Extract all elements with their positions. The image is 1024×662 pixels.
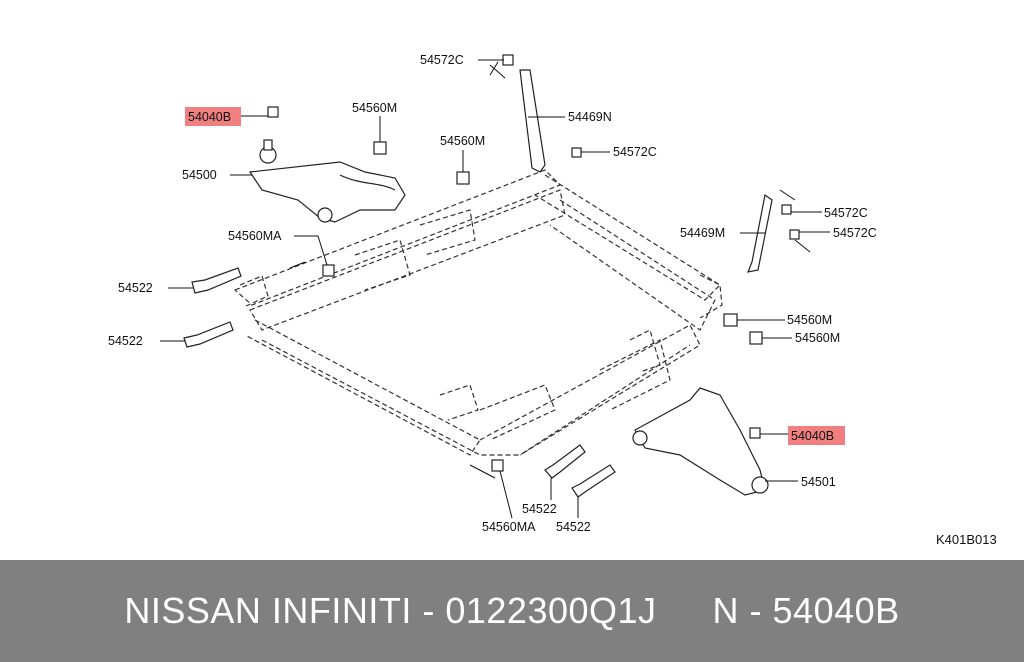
label-54469m: 54469M [680,226,725,240]
leader-lines [160,59,830,519]
label-54560m-r1: 54560M [787,313,832,327]
bolts [183,267,616,498]
label-54500: 54500 [182,168,217,182]
suspension-member-frame [233,169,723,456]
label-54572c-r1: 54572C [824,206,868,220]
label-54560ma-left: 54560MA [228,229,282,243]
highlight-box-right [788,426,845,445]
highlight-box-left [185,107,241,126]
footer-title: NISSAN INFINITI - 0122300Q1J [124,590,657,631]
label-54040b-right: 54040B [791,429,834,443]
label-54560m-center: 54560M [440,134,485,148]
label-54040b-left: 54040B [188,110,231,124]
label-54501: 54501 [801,475,836,489]
label-54469n: 54469N [568,110,612,124]
label-54572c-r2: 54572C [833,226,877,240]
footer-part-number: N - 54040B [712,590,900,631]
footer-bar: NISSAN INFINITI - 0122300Q1J N - 54040B [0,560,1024,662]
label-54560ma-bottom: 54560MA [482,520,536,534]
label-54522-c: 54522 [522,502,557,516]
label-54522-a: 54522 [118,281,153,295]
lower-link-right [632,387,769,496]
label-54560m-r2: 54560M [795,331,840,345]
label-54560m-top: 54560M [352,101,397,115]
lower-link-left [248,106,406,223]
label-54522-d: 54522 [556,520,591,534]
diagram-code: K401B013 [936,532,997,547]
nuts [322,141,763,472]
parts-diagram: 54572C 54469N 54572C 54040B 54560M 54560… [108,53,997,547]
label-54572c-mid: 54572C [613,145,657,159]
label-54522-b: 54522 [108,334,143,348]
label-54572c-top: 54572C [420,53,464,67]
